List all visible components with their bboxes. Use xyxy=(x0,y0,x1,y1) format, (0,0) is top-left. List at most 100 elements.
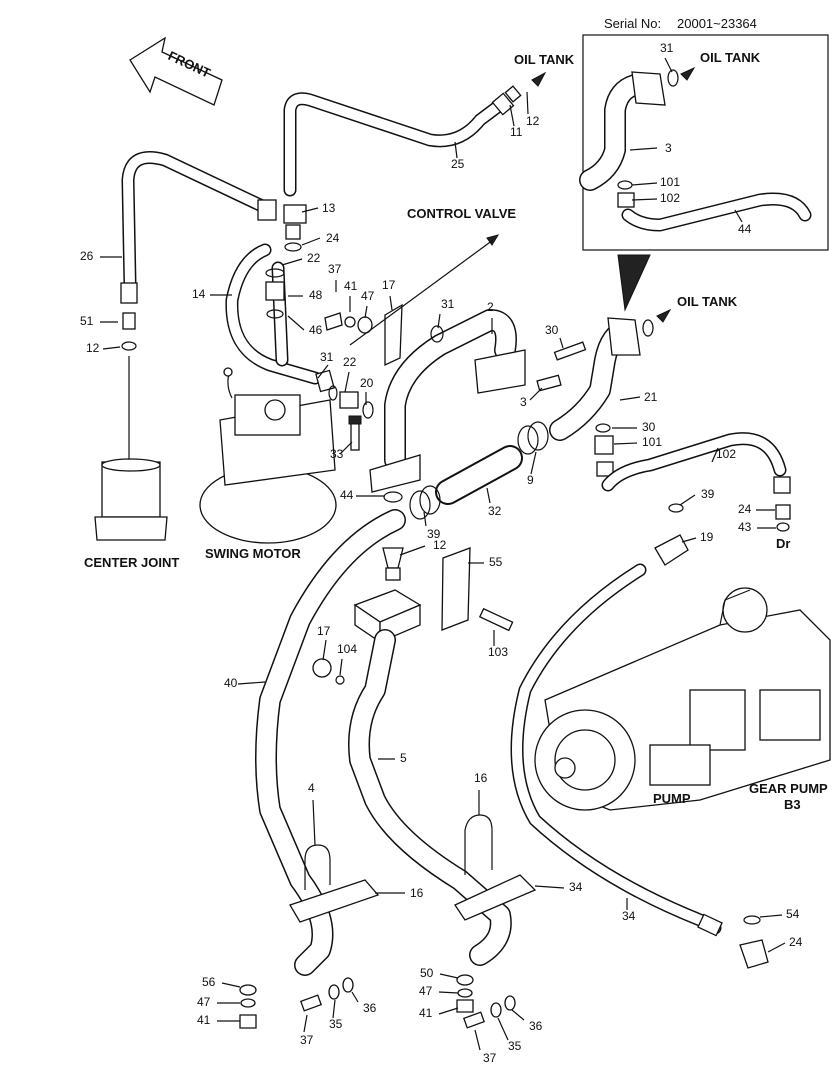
callout-17: 17 xyxy=(317,624,331,638)
callout-34: 34 xyxy=(569,880,583,894)
callout-leader xyxy=(312,799,316,846)
callout-leader xyxy=(351,991,359,1003)
callout-11: 11 xyxy=(510,125,523,139)
callout-33: 33 xyxy=(330,447,344,461)
clamp-17-top xyxy=(384,303,403,367)
callout-9: 9 xyxy=(527,473,534,487)
callout-32: 32 xyxy=(488,504,502,518)
callout-3: 3 xyxy=(665,141,672,155)
callout-37: 37 xyxy=(483,1051,497,1065)
callout-leader xyxy=(631,198,658,201)
serial-range: 20001~23364 xyxy=(677,16,757,31)
oring-32 xyxy=(383,491,403,503)
callout-50: 50 xyxy=(420,966,434,980)
b3-label: B3 xyxy=(784,797,801,812)
callout-37: 37 xyxy=(300,1033,314,1047)
callout-35: 35 xyxy=(329,1017,343,1031)
callout-leader xyxy=(332,999,336,1019)
bolt-33 xyxy=(536,374,562,392)
oil-tank-top-label: OIL TANK xyxy=(514,52,575,67)
pipe-2 xyxy=(369,309,526,493)
pipe-4 xyxy=(348,629,512,966)
control-valve-label: CONTROL VALVE xyxy=(407,206,516,221)
callout-leader xyxy=(679,494,696,506)
callout-5: 5 xyxy=(400,751,407,765)
callout-30: 30 xyxy=(642,420,656,434)
callout-20: 20 xyxy=(360,376,374,390)
callout-12: 12 xyxy=(526,114,540,128)
callout-leader xyxy=(759,914,783,918)
callout-37: 37 xyxy=(328,262,342,276)
inset-box xyxy=(582,34,829,251)
callout-14: 14 xyxy=(192,287,206,301)
callout-25: 25 xyxy=(451,157,465,171)
callout-39: 39 xyxy=(427,527,441,541)
callout-12: 12 xyxy=(86,341,100,355)
fitting-19 xyxy=(382,547,404,581)
swing-motor xyxy=(199,367,337,544)
callout-31: 31 xyxy=(320,350,334,364)
callout-4: 4 xyxy=(308,781,315,795)
callout-47: 47 xyxy=(419,984,433,998)
callout-leader xyxy=(734,209,743,223)
callout-54: 54 xyxy=(786,907,800,921)
callout-48: 48 xyxy=(309,288,323,302)
callout-31: 31 xyxy=(441,297,455,311)
callout-leader xyxy=(509,104,515,127)
callout-leader xyxy=(438,991,459,994)
hose-25 xyxy=(283,85,522,197)
callout-19: 19 xyxy=(700,530,714,544)
callout-leader xyxy=(497,1017,509,1041)
bolt-30-right xyxy=(553,341,587,361)
bolt-40 xyxy=(478,607,514,632)
callout-leader xyxy=(102,346,121,350)
oil-tank-inset-label: OIL TANK xyxy=(700,50,761,65)
callout-36: 36 xyxy=(529,1019,543,1033)
front-arrow: FRONT xyxy=(129,36,223,106)
callout-leader xyxy=(534,885,565,889)
serial-label: Serial No: xyxy=(604,16,661,31)
callout-35: 35 xyxy=(508,1039,522,1053)
callout-46: 46 xyxy=(309,323,323,337)
callout-13: 13 xyxy=(322,201,336,215)
dr-label: Dr xyxy=(776,536,790,551)
callout-30: 30 xyxy=(545,323,559,337)
callout-43: 43 xyxy=(738,520,752,534)
ubolt-16-left xyxy=(289,844,380,923)
leader-control-valve xyxy=(349,239,494,346)
callout-leader xyxy=(619,396,641,401)
fitting-55 xyxy=(654,503,689,566)
callout-leader xyxy=(559,337,564,349)
callout-22: 22 xyxy=(343,355,357,369)
callout-51: 51 xyxy=(80,314,94,328)
arrow-oil-tank-right xyxy=(656,308,672,323)
callout-36: 36 xyxy=(363,1001,377,1015)
callout-16: 16 xyxy=(474,771,488,785)
callout-leader xyxy=(767,942,786,953)
hose-9 xyxy=(435,445,523,505)
pump-label: PUMP xyxy=(653,791,691,806)
callout-40: 40 xyxy=(224,676,238,690)
callout-leader xyxy=(439,973,459,979)
callout-leader xyxy=(681,537,697,543)
inset-pipe-3 xyxy=(579,69,812,232)
callout-101: 101 xyxy=(660,175,680,189)
callout-102: 102 xyxy=(660,191,680,205)
callout-41: 41 xyxy=(197,1013,211,1027)
callout-leader xyxy=(344,371,350,393)
clamps-39 xyxy=(409,421,549,520)
callout-104: 104 xyxy=(337,642,357,656)
fitting-56 xyxy=(739,915,769,969)
callout-leader xyxy=(339,441,353,455)
callout-56: 56 xyxy=(202,975,216,989)
callout-39: 39 xyxy=(701,487,715,501)
oil-tank-right-label: OIL TANK xyxy=(677,294,738,309)
gear-pump-label: GEAR PUMP xyxy=(749,781,828,796)
callout-leader xyxy=(301,237,321,246)
callout-leader xyxy=(530,451,537,475)
hose-54 xyxy=(510,563,723,937)
callout-leader xyxy=(454,141,458,159)
callout-leader xyxy=(389,295,393,311)
